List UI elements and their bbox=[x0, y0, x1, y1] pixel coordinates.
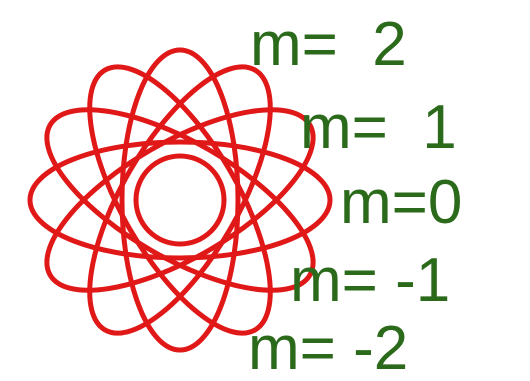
orbital-center-circle bbox=[136, 156, 224, 244]
label-m-plus-2: m= 2 bbox=[250, 14, 407, 76]
label-m-minus-1: m= -1 bbox=[290, 250, 450, 312]
orbital-loop-1 bbox=[30, 142, 330, 258]
orbital-loop-4 bbox=[122, 50, 238, 350]
label-m-minus-2: m= -2 bbox=[248, 318, 408, 380]
label-m-plus-1: m= 1 bbox=[300, 97, 457, 159]
label-m-zero: m=0 bbox=[340, 172, 462, 234]
